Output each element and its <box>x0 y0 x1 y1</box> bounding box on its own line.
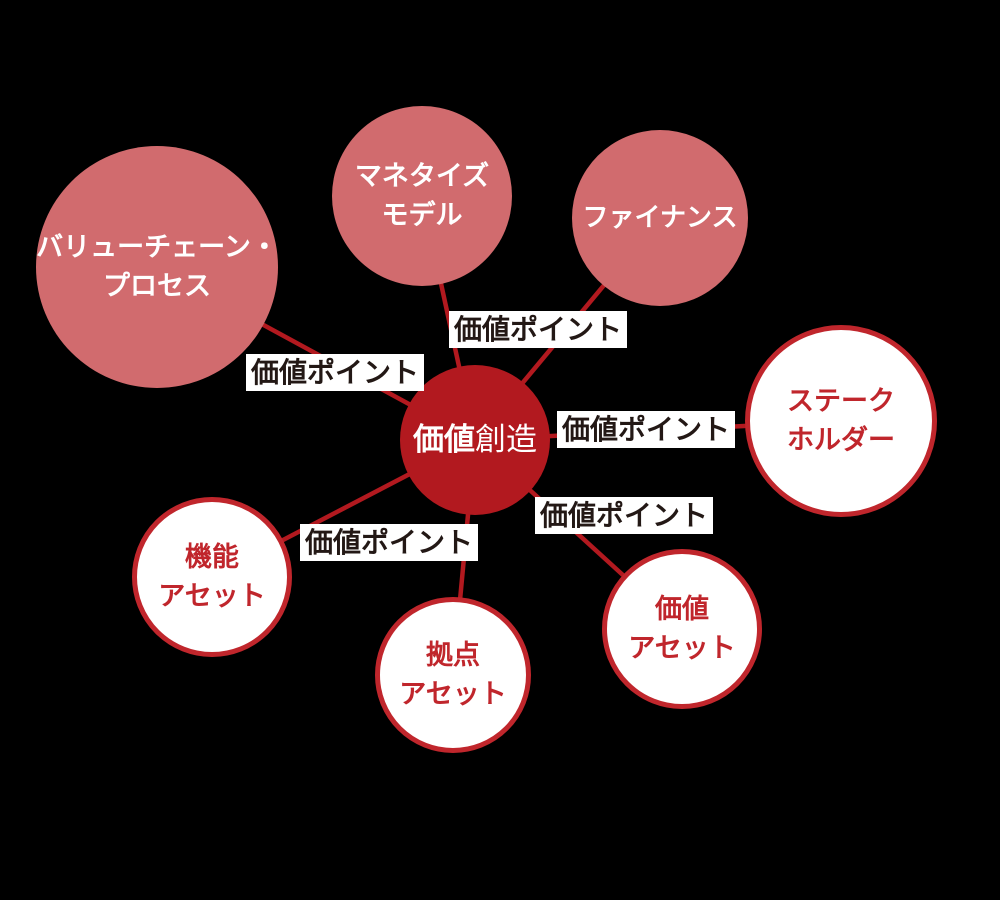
node-value-creation-label: 価値創造 <box>413 418 537 463</box>
node-value-asset-label: 価値 アセット <box>628 593 736 663</box>
value-creation-label-emphasis: 価値 <box>413 421 475 457</box>
node-value-chain-process-label: バリューチェーン・ プロセス <box>36 231 278 301</box>
node-monetize-model-label: マネタイズ モデル <box>354 160 490 230</box>
node-function-asset: 機能 アセット <box>132 497 292 657</box>
value-creation-label-rest: 創造 <box>475 421 537 457</box>
edge-label-value-point-lower-left: 価値ポイント <box>300 524 479 561</box>
node-finance-label: ファイナンス <box>582 202 738 233</box>
node-value-creation-center: 価値創造 <box>400 365 550 515</box>
edge-label-value-point-left: 価値ポイント <box>246 354 425 391</box>
node-stakeholder-label: ステーク ホルダー <box>787 385 895 455</box>
node-base-asset-label: 拠点 アセット <box>399 639 507 709</box>
node-stakeholder: ステーク ホルダー <box>745 325 937 517</box>
node-value-asset: 価値 アセット <box>602 549 762 709</box>
node-value-chain-process: バリューチェーン・ プロセス <box>36 146 278 388</box>
edge-label-value-point-right: 価値ポイント <box>557 411 736 448</box>
node-monetize-model: マネタイズ モデル <box>332 106 512 286</box>
node-function-asset-label: 機能 アセット <box>158 541 266 611</box>
edge-label-value-point-lower-right: 価値ポイント <box>535 497 714 534</box>
edge-label-value-point-top: 価値ポイント <box>449 311 628 348</box>
node-finance: ファイナンス <box>572 130 748 306</box>
node-base-asset: 拠点 アセット <box>375 597 531 753</box>
